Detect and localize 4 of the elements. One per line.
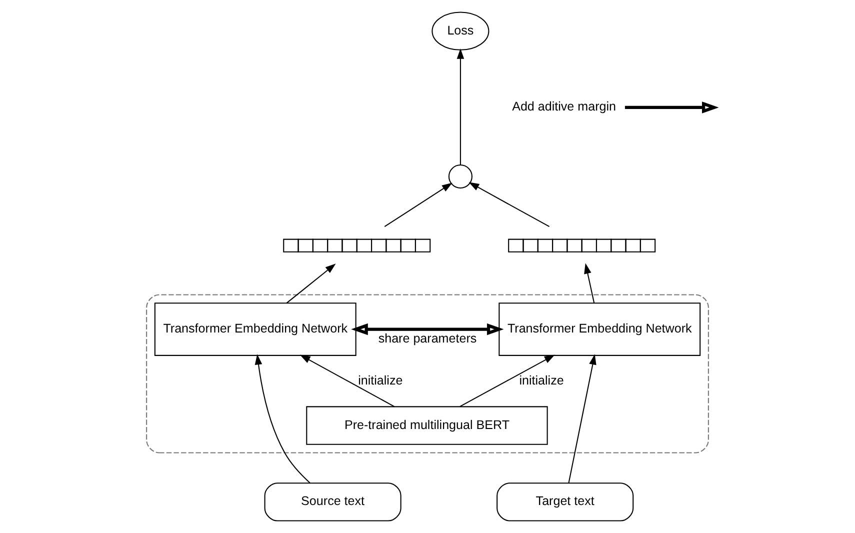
- edge-label: initialize: [519, 373, 564, 388]
- edge-label: initialize: [358, 373, 403, 388]
- node-text: Add aditive margin: [512, 100, 616, 114]
- edge-label: share parameters: [378, 331, 477, 346]
